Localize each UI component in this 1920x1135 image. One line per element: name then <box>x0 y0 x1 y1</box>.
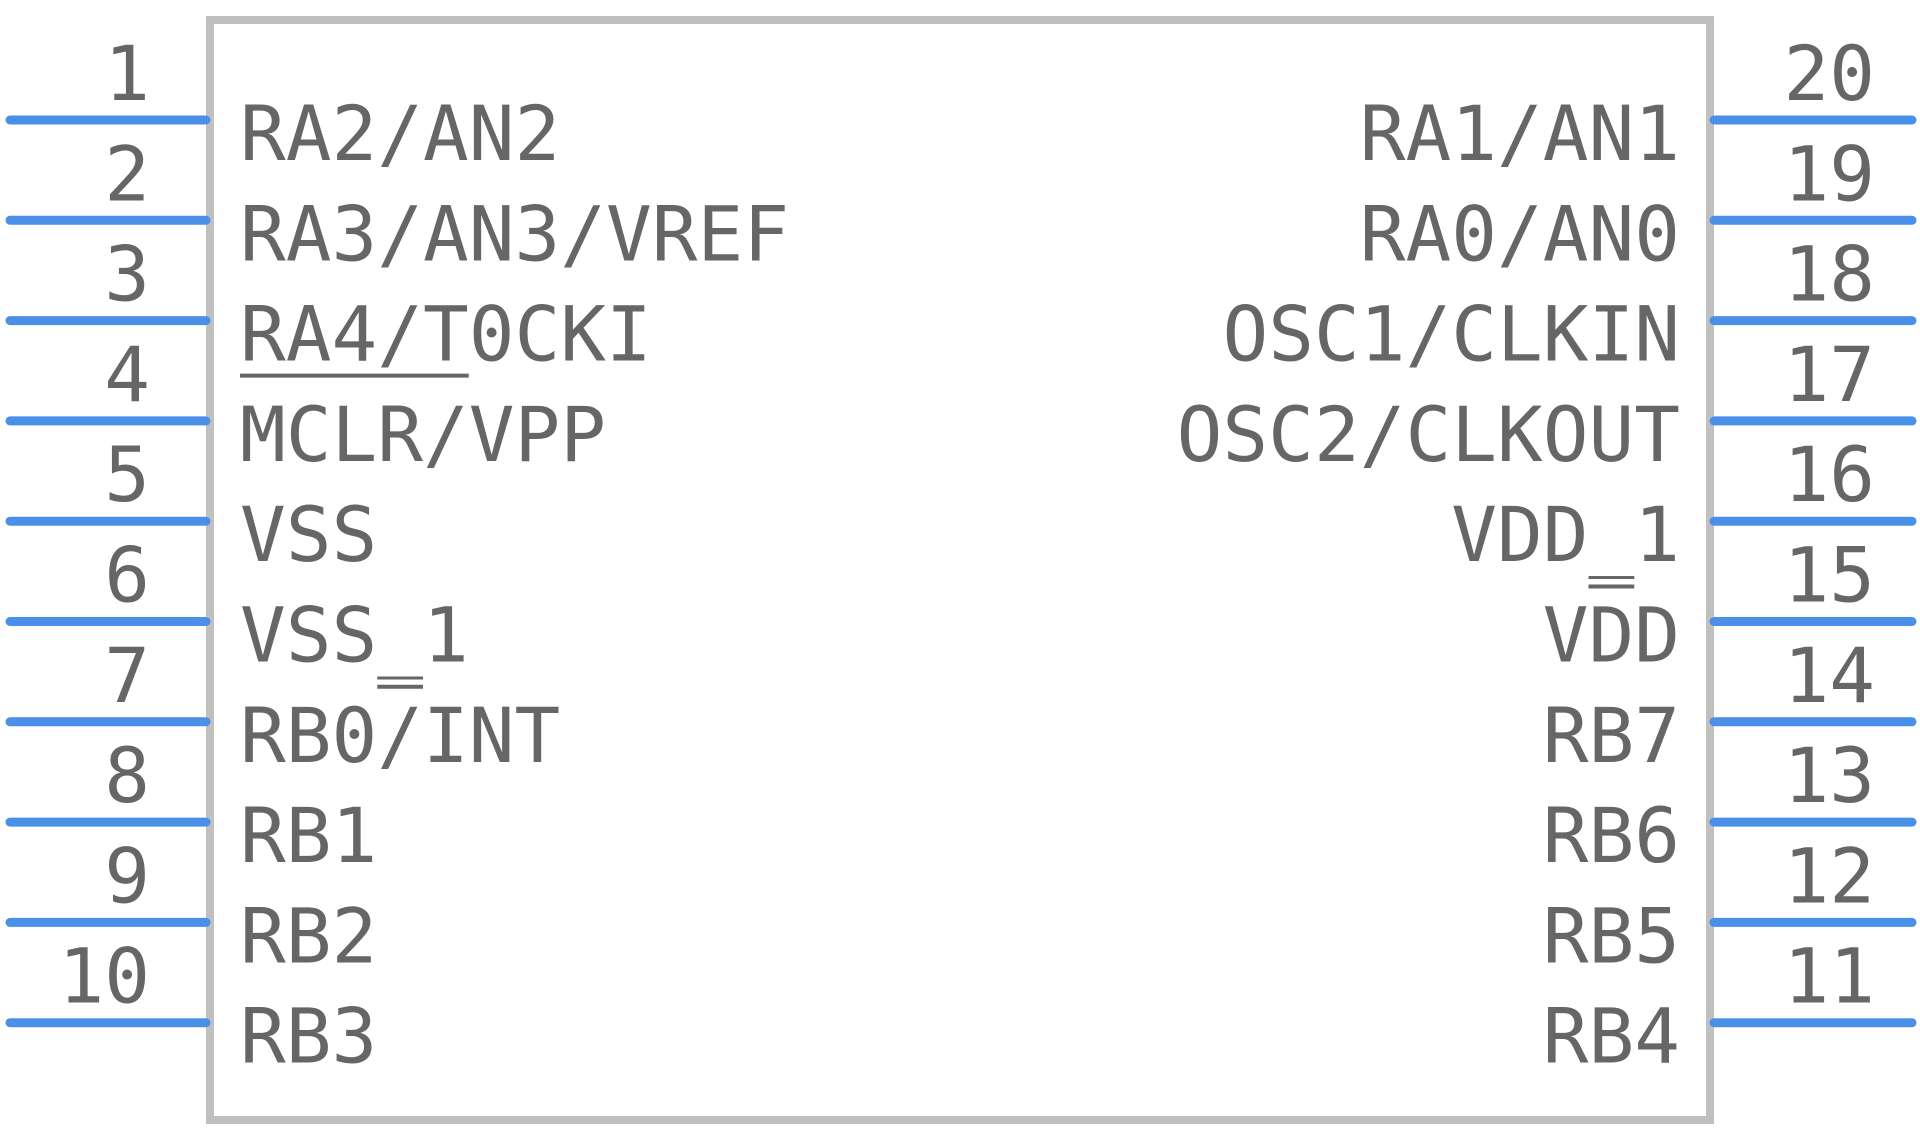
pin-16-number: 16 <box>1783 430 1875 519</box>
pin-6-number: 6 <box>104 531 150 620</box>
pin-2-number: 2 <box>104 129 150 218</box>
pin-12-number: 12 <box>1783 831 1875 920</box>
pin-14-label: RB7 <box>1543 691 1680 780</box>
overbar-group <box>240 373 1635 689</box>
pin-15-label: VDD <box>1543 591 1680 680</box>
pin-6-label: VSS_1 <box>240 591 469 680</box>
pin-9-number: 9 <box>104 831 150 920</box>
pin-7-label: RB0/INT <box>240 691 560 780</box>
pin-13-label: RB6 <box>1543 791 1680 880</box>
pin-15-number: 15 <box>1783 531 1875 620</box>
ic-body-outline <box>206 16 1714 1124</box>
pin-20-label: RA1/AN1 <box>1360 89 1680 178</box>
pin-19-label: RA0/AN0 <box>1360 189 1680 278</box>
pin-13-number: 13 <box>1783 731 1875 820</box>
pin-18-label: OSC1/CLKIN <box>1222 290 1680 379</box>
pin-7-number: 7 <box>104 631 150 720</box>
pin-10-number: 10 <box>58 932 150 1021</box>
pin-1-label: RA2/AN2 <box>240 89 560 178</box>
pin-8-number: 8 <box>104 731 150 820</box>
pin-16-label: VDD_1 <box>1451 490 1680 579</box>
pin-5-label: VSS <box>240 490 377 579</box>
pin-20-number: 20 <box>1783 29 1875 118</box>
pin-14-number: 14 <box>1783 631 1875 720</box>
pin-4-label: MCLR/VPP <box>240 390 606 479</box>
pin-11-number: 11 <box>1783 932 1875 1021</box>
pin-3-number: 3 <box>104 230 150 319</box>
pin-17-number: 17 <box>1783 330 1875 419</box>
pin-9-label: RB2 <box>240 891 377 980</box>
pin-10-label: RB3 <box>240 992 377 1081</box>
pin-18-number: 18 <box>1783 230 1875 319</box>
pin-2-label: RA3/AN3/VREF <box>240 189 789 278</box>
pin-12-label: RB5 <box>1543 891 1680 980</box>
pin-19-number: 19 <box>1783 129 1875 218</box>
pin-4-number: 4 <box>104 330 150 419</box>
pin-3-label: RA4/T0CKI <box>240 290 652 379</box>
pin-1-number: 1 <box>104 29 150 118</box>
pin-5-number: 5 <box>104 430 150 519</box>
pin-11-label: RB4 <box>1543 992 1680 1081</box>
pin-8-label: RB1 <box>240 791 377 880</box>
pin-17-label: OSC2/CLKOUT <box>1177 390 1680 479</box>
